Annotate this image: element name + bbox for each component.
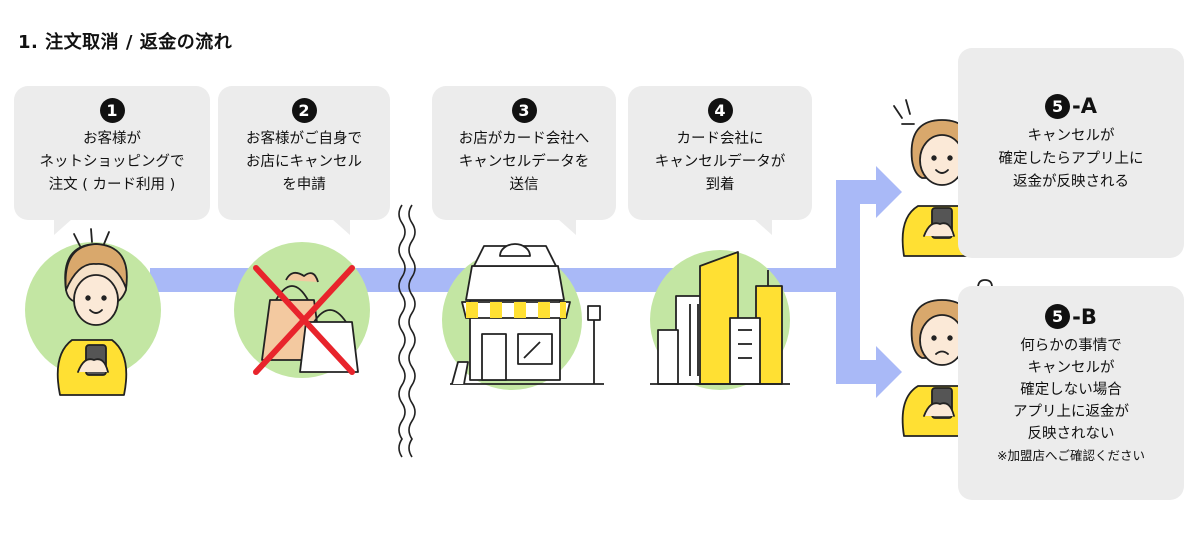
outcome-a-line: 確定したらアプリ上に — [998, 151, 1144, 167]
outcome-b-line: アプリ上に返金が — [1013, 404, 1129, 420]
page-title: 1. 注文取消 / 返金の流れ — [18, 32, 233, 53]
buildings-icon — [650, 251, 790, 385]
step4-line: キャンセルデータが — [654, 154, 786, 170]
outcome-a-heading: 5 -A — [958, 94, 1184, 119]
outcome-b-number: 5 — [1045, 304, 1071, 329]
step1-line: ネットショッピングで — [39, 154, 185, 170]
outcome-b-note: ※加盟店へご確認ください — [997, 448, 1145, 463]
step1-number: 1 — [99, 98, 125, 123]
outcome-b-box: 5 -B 何らかの事情で キャンセルが 確定しない場合 アプリ上に返金が 反映さ… — [958, 286, 1184, 500]
outcome-b-line: キャンセルが — [1027, 360, 1115, 376]
step4-line: カード会社に — [676, 131, 764, 147]
flow-branch-top — [836, 180, 878, 204]
step3-number: 3 — [511, 98, 537, 123]
outcome-a-box: 5 -A キャンセルが 確定したらアプリ上に 返金が反映される — [958, 48, 1184, 258]
outcome-a-number: 5 — [1045, 94, 1071, 119]
step2-bubble: 2 お客様がご自身で お店にキャンセル を申請 — [218, 86, 390, 235]
bubble-tail — [332, 219, 350, 235]
arrow-head-bottom-icon — [876, 346, 902, 398]
cancel-cross-icon — [253, 265, 355, 375]
step2-line: お客様がご自身で — [246, 131, 362, 147]
outcome-b-suffix: -B — [1072, 304, 1097, 329]
step4-line: 到着 — [705, 177, 735, 193]
outcome-b-line: 何らかの事情で — [1020, 338, 1122, 354]
bubble-tail — [754, 219, 772, 235]
flow-split-line — [836, 180, 860, 384]
wavy-separator-icon — [398, 204, 406, 458]
step4-number: 4 — [707, 98, 733, 123]
step1-line: 注文 ( カード利用 ) — [48, 177, 176, 193]
step4-bubble: 4 カード会社に キャンセルデータが 到着 — [628, 86, 812, 235]
step2-number: 2 — [291, 98, 317, 123]
step3-line: お店がカード会社へ — [458, 131, 590, 147]
step2-line: を申請 — [282, 177, 326, 193]
bubble-tail — [54, 219, 72, 235]
outcome-a-line: キャンセルが — [1027, 128, 1115, 144]
outcome-b-line: 反映されない — [1027, 426, 1115, 442]
step1-line: お客様が — [83, 131, 141, 147]
bubble-tail — [558, 219, 576, 235]
step1-bubble: 1 お客様が ネットショッピングで 注文 ( カード利用 ) — [14, 86, 210, 235]
step2-line: お店にキャンセル — [246, 154, 362, 170]
step3-bubble: 3 お店がカード会社へ キャンセルデータを 送信 — [432, 86, 616, 235]
outcome-a-suffix: -A — [1072, 94, 1097, 118]
outcome-b-heading: 5 -B — [958, 304, 1184, 329]
flow-branch-bottom — [836, 360, 878, 384]
outcome-b-line: 確定しない場合 — [1020, 382, 1122, 398]
outcome-a-line: 返金が反映される — [1013, 174, 1129, 190]
arrow-head-top-icon — [876, 166, 902, 218]
step3-line: キャンセルデータを — [458, 154, 590, 170]
shop-icon — [450, 243, 604, 385]
person-phone-icon — [56, 228, 128, 396]
step3-line: 送信 — [509, 177, 539, 193]
